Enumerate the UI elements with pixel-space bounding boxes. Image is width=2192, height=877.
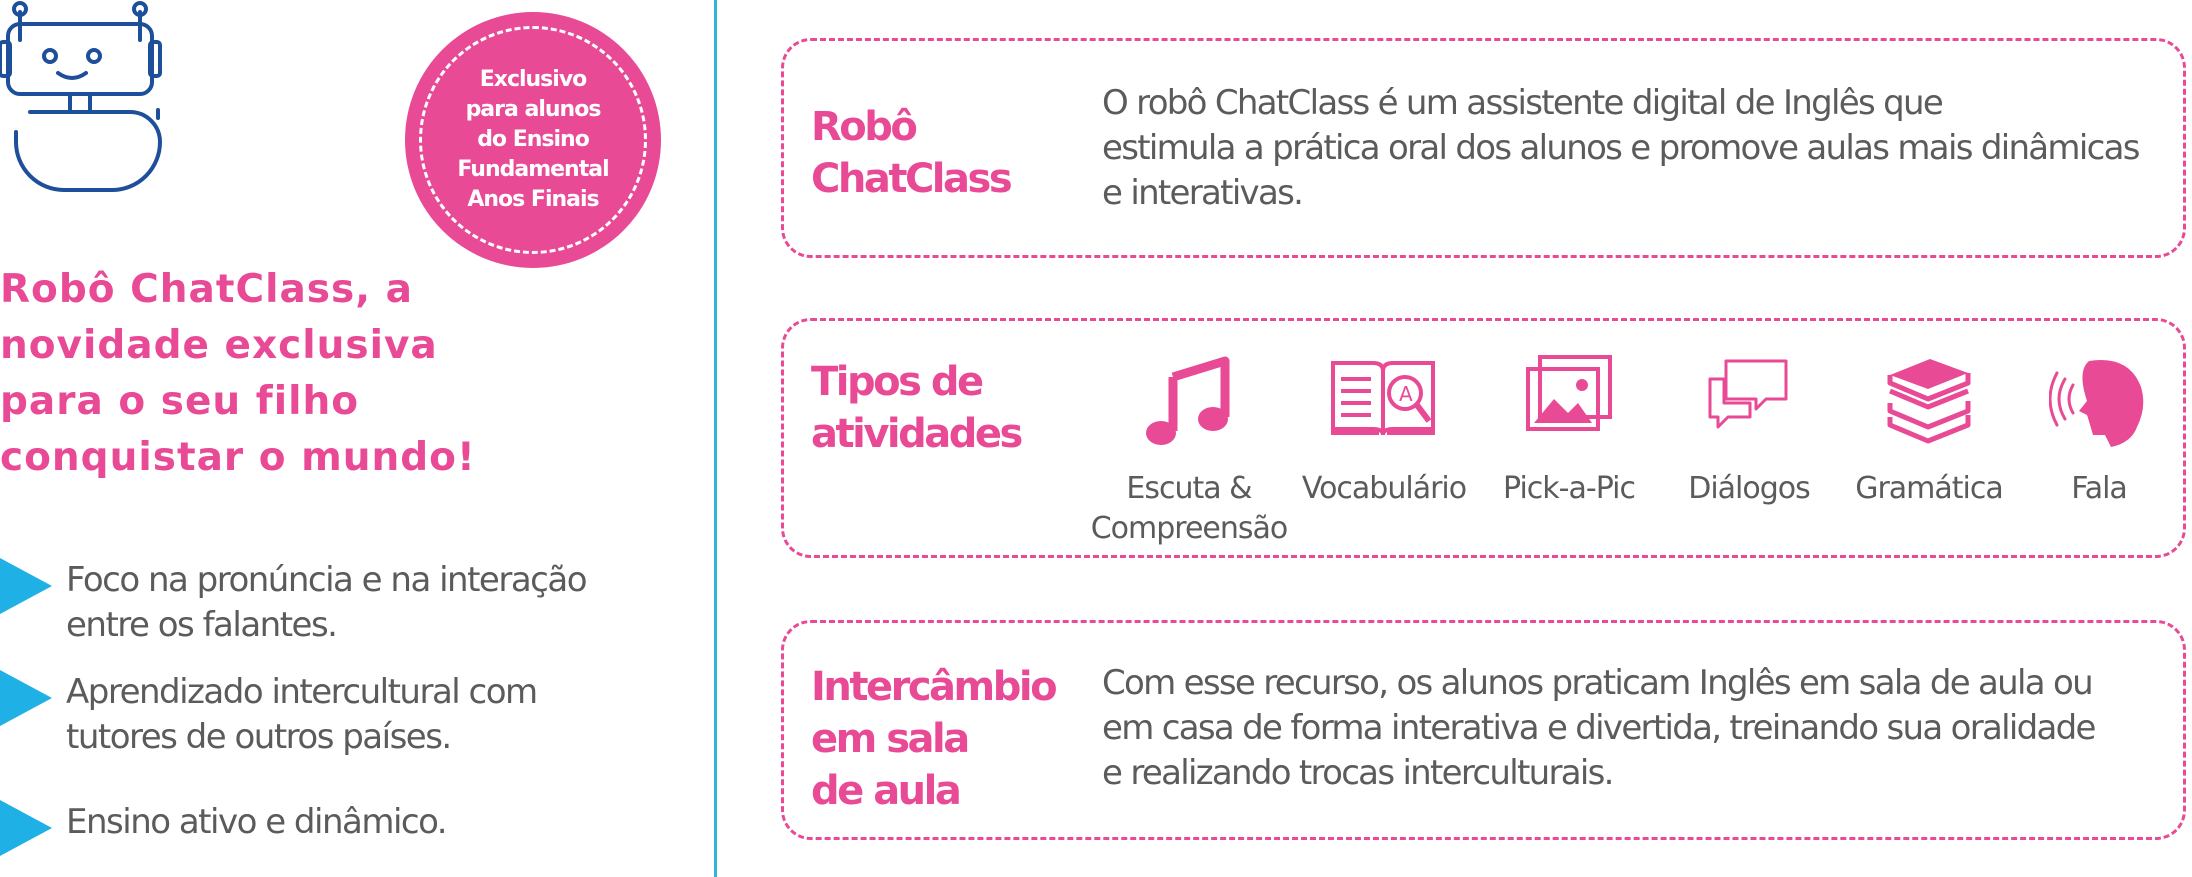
card-text-line: em casa de forma interativa e divertida,… [1102,708,2096,748]
card-text-line: estimula a prática oral dos alunos e pro… [1102,128,2140,168]
bullet-line: Ensino ativo e dinâmico. [66,802,448,842]
card-title-line: Robô [811,104,918,150]
card-text-line: O robô ChatClass é um assistente digital… [1102,83,1944,123]
activity-item-listening: Escuta & Compreensão [1084,351,1294,549]
card-title-line: em sala [811,716,970,762]
music-note-icon [1146,356,1230,445]
speaking-head-icon [2049,360,2144,447]
badge-line: Fundamental [457,157,609,182]
card-title: Intercâmbio em sala de aula [811,661,1058,817]
card-text-line: Com esse recurso, os alunos praticam Ing… [1102,663,2094,703]
headline-line: novidade exclusiva [0,323,438,368]
activity-item-vocabulary: A Vocabulário [1294,351,1474,509]
activity-item-dialogues: Diálogos [1659,351,1839,509]
list-item: Ensino ativo e dinâmico. [0,800,448,856]
activity-label: Diálogos [1688,471,1811,506]
activity-item-speaking: Fala [2019,351,2179,509]
bullet-line: Foco na pronúncia e na interação [66,560,588,600]
chat-bubbles-icon [1708,359,1788,429]
activity-label: Pick-a-Pic [1503,471,1636,506]
list-item: Aprendizado intercultural com tutores de… [0,670,538,760]
card-activity-types: Tipos de atividades Escuta & Compreensão [781,318,2186,558]
robot-icon [0,1,162,192]
dictionary-search-icon: A [1331,361,1435,436]
card-title-line: ChatClass [811,156,1013,202]
books-stack-icon [1887,359,1971,444]
picture-icon [1526,355,1612,431]
activity-item-grammar: Gramática [1839,351,2019,509]
badge-line: do Ensino [477,127,590,152]
exclusive-badge: Exclusivo para alunos do Ensino Fundamen… [405,12,661,268]
headline: Robô ChatClass, a novidade exclusiva par… [0,262,520,486]
badge-text: Exclusivo para alunos do Ensino Fundamen… [443,65,623,215]
activity-item-pick-a-pic: Pick-a-Pic [1479,351,1659,509]
card-title: Robô ChatClass [811,101,1013,205]
headline-line: para o seu filho [0,379,360,424]
badge-line: Anos Finais [467,187,599,212]
arrow-icon [0,670,52,726]
arrow-icon [0,800,52,856]
card-title-line: de aula [811,768,962,814]
card-title-line: Tipos de [811,359,984,405]
card-text-line: e realizando trocas interculturais. [1102,753,1614,793]
list-item: Foco na pronúncia e na interação entre o… [0,558,588,648]
svg-text:A: A [1399,382,1413,406]
card-title-line: atividades [811,411,1023,457]
activity-label: Vocabulário [1301,471,1467,506]
card-description: O robô ChatClass é um assistente digital… [1102,81,2153,216]
activity-label: Escuta & Compreensão [1084,469,1294,549]
headline-line: conquistar o mundo! [0,435,476,480]
card-text-line: e interativas. [1102,173,1304,213]
arrow-icon [0,558,52,614]
activity-label-line: Escuta & [1126,471,1252,506]
activity-list: Escuta & Compreensão A [1084,351,2184,551]
card-description: Com esse recurso, os alunos praticam Ing… [1102,661,2153,796]
card-classroom-exchange: Intercâmbio em sala de aula Com esse rec… [781,620,2186,840]
badge-line: Exclusivo [479,67,588,92]
activity-label: Gramática [1855,471,2004,506]
card-robot-chatclass: Robô ChatClass O robô ChatClass é um ass… [781,38,2186,258]
headline-line: Robô ChatClass, a [0,267,413,312]
activity-label: Fala [2071,471,2128,506]
bullet-line: entre os falantes. [66,605,338,645]
activity-label-line: Compreensão [1090,511,1289,546]
card-title: Tipos de atividades [811,356,1023,460]
card-title-line: Intercâmbio [811,664,1058,710]
bullet-line: Aprendizado intercultural com [66,672,538,712]
bullet-line: tutores de outros países. [66,717,452,757]
vertical-divider [714,0,717,877]
badge-line: para alunos [465,97,602,122]
